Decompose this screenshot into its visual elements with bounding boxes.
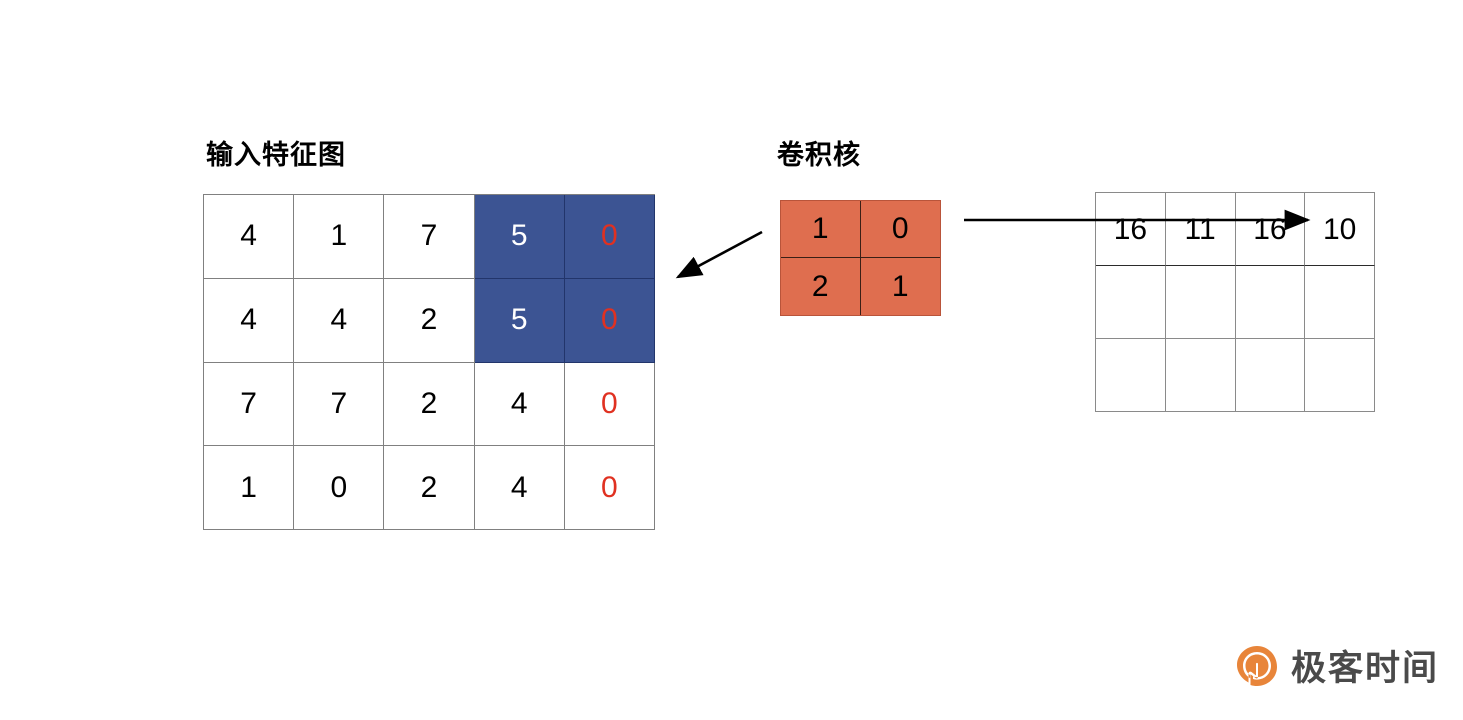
input-cell-2-0: 7 [204,362,295,447]
output-cell-1-2 [1235,266,1306,339]
output-cell-1-1 [1165,266,1236,339]
output-cell-2-3 [1305,339,1375,412]
watermark-label: 极客时间 [1291,649,1440,688]
output-cell-0-1: 11 [1165,193,1236,266]
kernel-cell-0-1: 0 [860,201,940,258]
input-cell-0-1: 1 [294,195,385,279]
output-cell-2-1 [1165,339,1236,412]
output-feature-map-grid: 16 11 16 10 [1095,192,1375,412]
input-cell-2-1: 7 [294,362,385,447]
convolution-kernel-title: 卷积核 [777,140,861,170]
input-cell-3-4: 0 [564,446,655,530]
output-cell-1-0 [1096,266,1166,339]
input-cell-0-3: 5 [474,195,565,279]
output-cell-0-2: 16 [1235,193,1306,266]
output-cell-2-2 [1235,339,1306,412]
input-cell-3-0: 1 [204,446,295,530]
input-feature-map-title: 输入特征图 [206,140,346,170]
output-cell-1-3 [1305,266,1375,339]
input-cell-2-2: 2 [384,362,475,447]
geektime-logo-icon [1235,644,1279,688]
input-cell-0-4: 0 [564,195,655,279]
input-cell-1-1: 4 [294,278,385,363]
output-cell-0-3: 10 [1305,193,1375,266]
input-cell-3-3: 4 [474,446,565,530]
input-cell-0-2: 7 [384,195,475,279]
output-cell-2-0 [1096,339,1166,412]
watermark: 极客时间 [1235,640,1439,691]
input-cell-1-0: 4 [204,278,295,363]
input-feature-map-grid: 4 1 7 5 0 4 4 2 5 0 7 7 2 4 0 1 0 2 4 0 [203,194,655,530]
input-cell-1-3: 5 [474,278,565,363]
input-cell-1-2: 2 [384,278,475,363]
input-cell-0-0: 4 [204,195,295,279]
input-cell-1-4: 0 [564,278,655,363]
kernel-cell-1-1: 1 [891,269,909,303]
kernel-cell-1-0: 2 [781,258,861,315]
convolution-kernel-grid: 1 0 2 1 [780,200,941,316]
kernel-cell-0-0: 1 [781,201,861,258]
kernel-to-input-arrow [675,230,763,279]
input-cell-3-2: 2 [384,446,475,530]
input-cell-2-4: 0 [564,362,655,447]
input-cell-3-1: 0 [294,446,385,530]
input-cell-2-3: 4 [474,362,565,447]
output-cell-0-0: 16 [1096,193,1166,266]
